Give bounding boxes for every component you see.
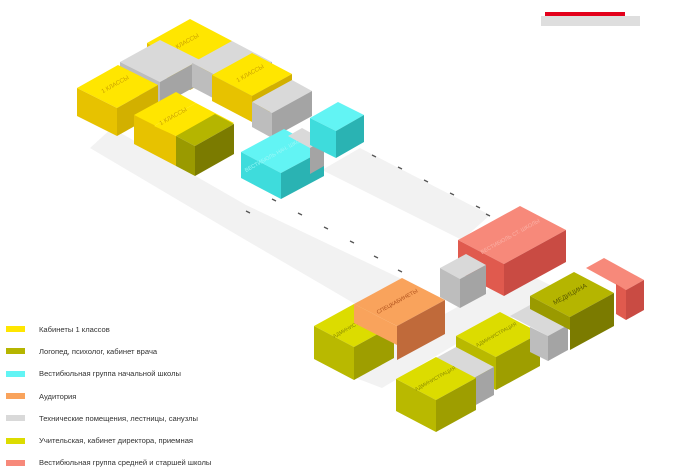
legend-label: Кабинеты 1 классов xyxy=(39,324,110,334)
legend-swatch xyxy=(6,415,25,422)
vestibule-senior-small xyxy=(586,258,644,320)
legend-item-class1: Кабинеты 1 классов xyxy=(6,318,336,340)
legend-item-auditorium: Аудитория xyxy=(6,385,336,407)
scale-bar xyxy=(541,12,640,26)
legend-label: Аудитория xyxy=(39,391,77,401)
legend-item-specialists: Логопед, психолог, кабинет врача xyxy=(6,340,336,362)
tech-block-mid xyxy=(510,305,568,361)
legend-swatch xyxy=(6,370,25,377)
legend-item-technical: Технические помещения, лестницы, санузлы xyxy=(6,407,336,429)
legend-item-vestibule-senior: Вестибюльная группа средней и старшей шк… xyxy=(6,452,336,474)
legend-swatch xyxy=(6,348,25,355)
legend-item-admin: Учительская, кабинет директора, приемная xyxy=(6,429,336,451)
medical-block: МЕДИЦИНА xyxy=(530,272,614,350)
legend-swatch xyxy=(6,459,25,466)
legend-label: Логопед, психолог, кабинет врача xyxy=(39,346,158,356)
tech-block-right xyxy=(440,254,486,308)
legend: Кабинеты 1 классов Логопед, психолог, ка… xyxy=(6,318,336,474)
legend-label: Технические помещения, лестницы, санузлы xyxy=(39,413,198,423)
legend-item-vestibule-primary: Вестибюльная группа начальной школы xyxy=(6,363,336,385)
axonometric-floor-plan: 1 КЛАССЫ 1 КЛАССЫ 1 КЛАССЫ 1 КЛАССЫ xyxy=(77,12,644,432)
tech-block-c2 xyxy=(252,80,312,138)
tech-block-bottom xyxy=(436,347,494,406)
corridor-dashes xyxy=(245,154,491,273)
legend-label: Учительская, кабинет директора, приемная xyxy=(39,436,194,446)
class1-block-d: 1 КЛАССЫ xyxy=(134,92,234,166)
vestibule-primary-small xyxy=(310,102,364,158)
auditorium-block: СПЕЦКАБИНЕТЫ xyxy=(354,278,445,360)
admin-block-c: АДМИНИСТРАЦИЯ xyxy=(396,357,476,432)
legend-swatch xyxy=(6,393,25,400)
legend-swatch xyxy=(6,326,25,333)
speech-therapist-block xyxy=(176,114,234,176)
legend-swatch xyxy=(6,437,25,444)
legend-label: Вестибюльная группа начальной школы xyxy=(39,369,182,379)
class1-block-b: 1 КЛАССЫ xyxy=(77,65,158,136)
legend-label: Вестибюльная группа средней и старшей шк… xyxy=(39,458,212,468)
